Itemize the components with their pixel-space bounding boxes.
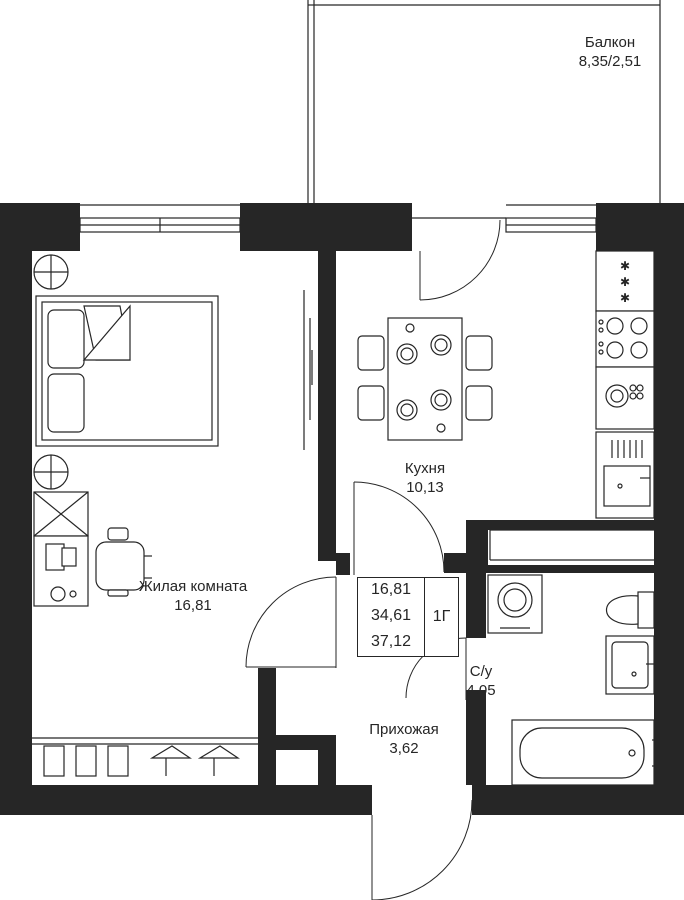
kitchen-name: Кухня [404,460,446,477]
area-summary-box: 16,81 34,61 37,12 1Г [357,577,459,657]
hallway-area: 3,62 [389,740,419,757]
kitchen-label: Кухня 10,13 [375,459,475,497]
bathroom-label: С/у 4,05 [446,662,516,700]
living-area: 16,81 [174,597,212,614]
bed-icon [35,295,219,447]
dining-table-icon [357,317,493,441]
bathroom-name: С/у [469,663,493,680]
kitchen-counter: ✱ ✱ ✱ [595,250,655,368]
bath-sink-icon [605,635,655,695]
exterior-walls [0,203,684,815]
area-with-balcony-value: 37,12 [370,633,412,650]
kitchen-door [353,481,445,575]
bath-partitions [489,529,654,561]
living-area-value: 16,81 [370,581,412,598]
living-name: Жилая комната [138,578,248,595]
interior-walls [258,251,654,785]
closet-icon [32,737,258,777]
bathroom-area: 4,05 [466,682,496,699]
balcony-name: Балкон [584,34,636,51]
apartment-type: 1Г [432,608,451,625]
hallway-name: Прихожая [369,721,439,738]
hallway-label: Прихожая 3,62 [358,720,450,758]
living-label: Жилая комната 16,81 [126,577,260,615]
living-door [245,576,337,668]
svg-text:✱: ✱ [620,291,630,305]
svg-text:✱: ✱ [620,259,630,273]
washing-machine-icon [487,574,543,634]
office-chair-icon [95,527,152,597]
summary-divider [424,578,425,656]
balcony-label: Балкон 8,35/2,51 [560,33,660,71]
balcony-area: 8,35/2,51 [578,53,642,70]
toilet-icon [606,591,655,629]
kitchen-area: 10,13 [406,479,444,496]
radiator-vent-icon [33,254,69,490]
balcony-outline [307,0,661,205]
sink-icon [595,431,655,519]
stove-icon [598,317,648,359]
bathtub-icon [511,719,660,786]
desk-icon [33,491,89,607]
wardrobe-icon [303,290,313,450]
svg-text:✱: ✱ [620,275,630,289]
dishwasher-icon [595,366,655,430]
total-area-value: 34,61 [370,607,412,624]
balcony-door [412,217,506,301]
entrance-door [371,799,473,900]
window-kitchen [505,204,597,233]
window-living [79,204,241,233]
